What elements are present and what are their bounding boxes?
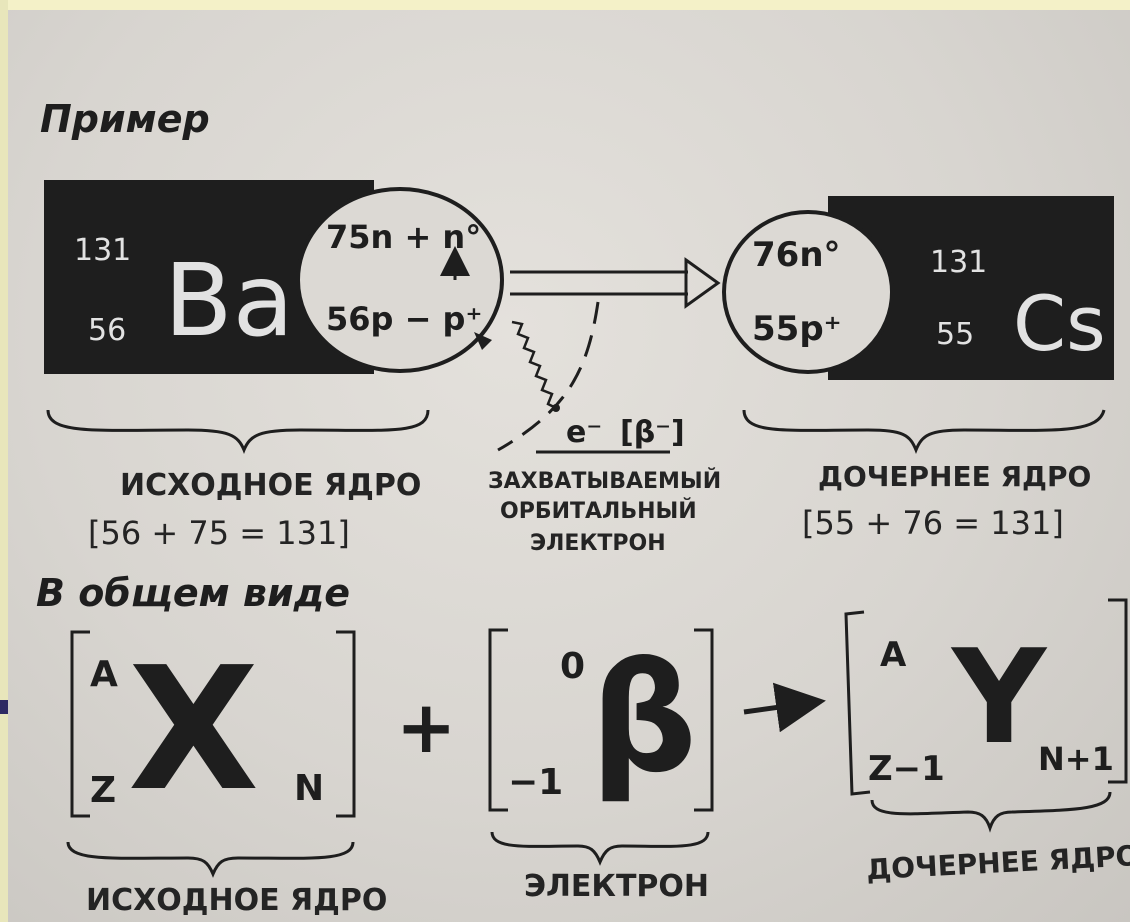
electron-capture-path: e⁻ [β⁻] — [474, 301, 685, 454]
general-electron-caption: ЭЛЕКТРОН — [524, 869, 709, 904]
reaction-arrow — [743, 682, 826, 733]
general-parent-group: A Z X N ИСХОДНОЕ ЯДРО — [66, 630, 387, 918]
example-heading: Пример — [40, 97, 210, 141]
parent-nucleus-circle — [296, 187, 504, 373]
transformation-arrow — [510, 257, 721, 309]
general-daughter-group: A Z−1 Y N+1 ДОЧЕРНЕЕ ЯДРО — [844, 598, 1130, 886]
general-daughter-caption: ДОЧЕРНЕЕ ЯДРО — [866, 839, 1130, 886]
general-daughter-mass: A — [880, 635, 907, 675]
general-electron-symbol: β — [590, 632, 697, 806]
parent-sum: [56 + 75 = 131] — [88, 514, 350, 552]
general-parent-charge: Z — [90, 770, 116, 811]
capture-diagram: Пример 131 56 Ba 75n + n° 56p − p⁺ 76n° … — [36, 97, 1130, 918]
parent-brace — [46, 409, 430, 455]
wavy-capture-line — [511, 320, 557, 410]
daughter-sum: [55 + 76 = 131] — [802, 504, 1064, 542]
daughter-neutron-line: 76n° — [752, 235, 841, 275]
daughter-atomic-number: 55 — [936, 317, 974, 352]
daughter-caption: ДОЧЕРНЕЕ ЯДРО — [818, 460, 1091, 493]
electron-symbol: e⁻ — [566, 415, 602, 450]
general-daughter-neutrons: N+1 — [1038, 740, 1114, 778]
general-electron-group: 0 −1 β ЭЛЕКТРОН — [488, 628, 714, 904]
electron-caption-line3: ЭЛЕКТРОН — [530, 531, 666, 556]
parent-nucleus-block: 131 56 Ba 75n + n° 56p − p⁺ — [44, 180, 504, 374]
general-daughter-charge: Z−1 — [868, 749, 945, 789]
plus-sign: + — [396, 685, 456, 769]
general-daughter-symbol: Y — [950, 621, 1048, 773]
general-parent-mass: A — [90, 654, 118, 695]
slide-frame — [0, 0, 8, 922]
book-page-photo: Пример 131 56 Ba 75n + n° 56p − p⁺ 76n° … — [8, 10, 1130, 922]
daughter-mass-number: 131 — [930, 245, 987, 280]
general-parent-brace — [66, 841, 355, 878]
daughter-left-bracket — [844, 610, 871, 796]
parent-element-symbol: Ba — [164, 242, 294, 359]
general-parent-neutrons: N — [294, 768, 324, 809]
general-heading: В общем виде — [36, 571, 350, 615]
parent-neutron-line: 75n + n° — [326, 218, 481, 256]
general-electron-mass: 0 — [560, 646, 585, 687]
daughter-element-symbol: Cs — [1013, 279, 1106, 368]
parent-caption: ИСХОДНОЕ ЯДРО — [120, 468, 421, 503]
general-parent-caption: ИСХОДНОЕ ЯДРО — [86, 883, 387, 918]
parent-mass-number: 131 — [74, 233, 131, 268]
general-electron-brace — [490, 831, 710, 866]
daughter-nucleus-circle — [722, 210, 894, 374]
general-electron-charge: −1 — [508, 762, 563, 803]
general-daughter-brace — [870, 791, 1112, 833]
parent-right-bracket — [336, 630, 356, 818]
electron-right-bracket — [694, 628, 714, 812]
parent-proton-line: 56p − p⁺ — [326, 300, 482, 338]
daughter-brace — [742, 409, 1106, 455]
daughter-nucleus-block: 76n° 55p⁺ 131 55 Cs — [722, 196, 1114, 380]
daughter-right-bracket — [1108, 598, 1128, 784]
electron-beta-label: [β⁻] — [620, 415, 685, 450]
daughter-proton-line: 55p⁺ — [752, 309, 842, 349]
electron-left-bracket — [488, 628, 508, 812]
orbit-dashed-arc — [497, 301, 600, 452]
electron-caption-line2: ОРБИТАЛЬНЫЙ — [500, 498, 697, 524]
general-parent-symbol: X — [128, 631, 259, 829]
parent-left-bracket — [70, 630, 90, 818]
electron-caption-line1: ЗАХВАТЫВАЕМЫЙ — [488, 468, 721, 494]
electron-dot — [552, 404, 560, 412]
parent-atomic-number: 56 — [88, 313, 126, 348]
